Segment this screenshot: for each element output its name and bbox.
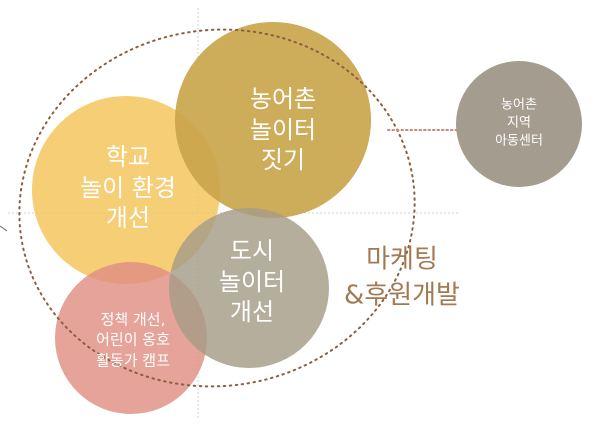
dotted-orbit-ellipse — [18, 28, 416, 388]
left-edge-tick — [0, 225, 8, 232]
city-play-label: 도시 놀이터 개선 — [218, 236, 286, 327]
rural-center-label: 농어촌 지역 아동센터 — [495, 97, 543, 150]
city-play-circle — [169, 208, 329, 368]
policy-circle — [55, 262, 207, 414]
marketing-label: 마케팅 &후원개발 — [344, 244, 460, 311]
rural-center-circle — [456, 61, 582, 187]
policy-label: 정책 개선, 어린이 옹호 활동가 캠프 — [96, 310, 170, 370]
rural-play-label: 농어촌 놀이터 짓기 — [249, 84, 317, 175]
rural-play-circle — [175, 22, 371, 218]
school-play-circle — [32, 96, 220, 284]
school-play-label: 학교 놀이 환경 개선 — [80, 142, 176, 233]
